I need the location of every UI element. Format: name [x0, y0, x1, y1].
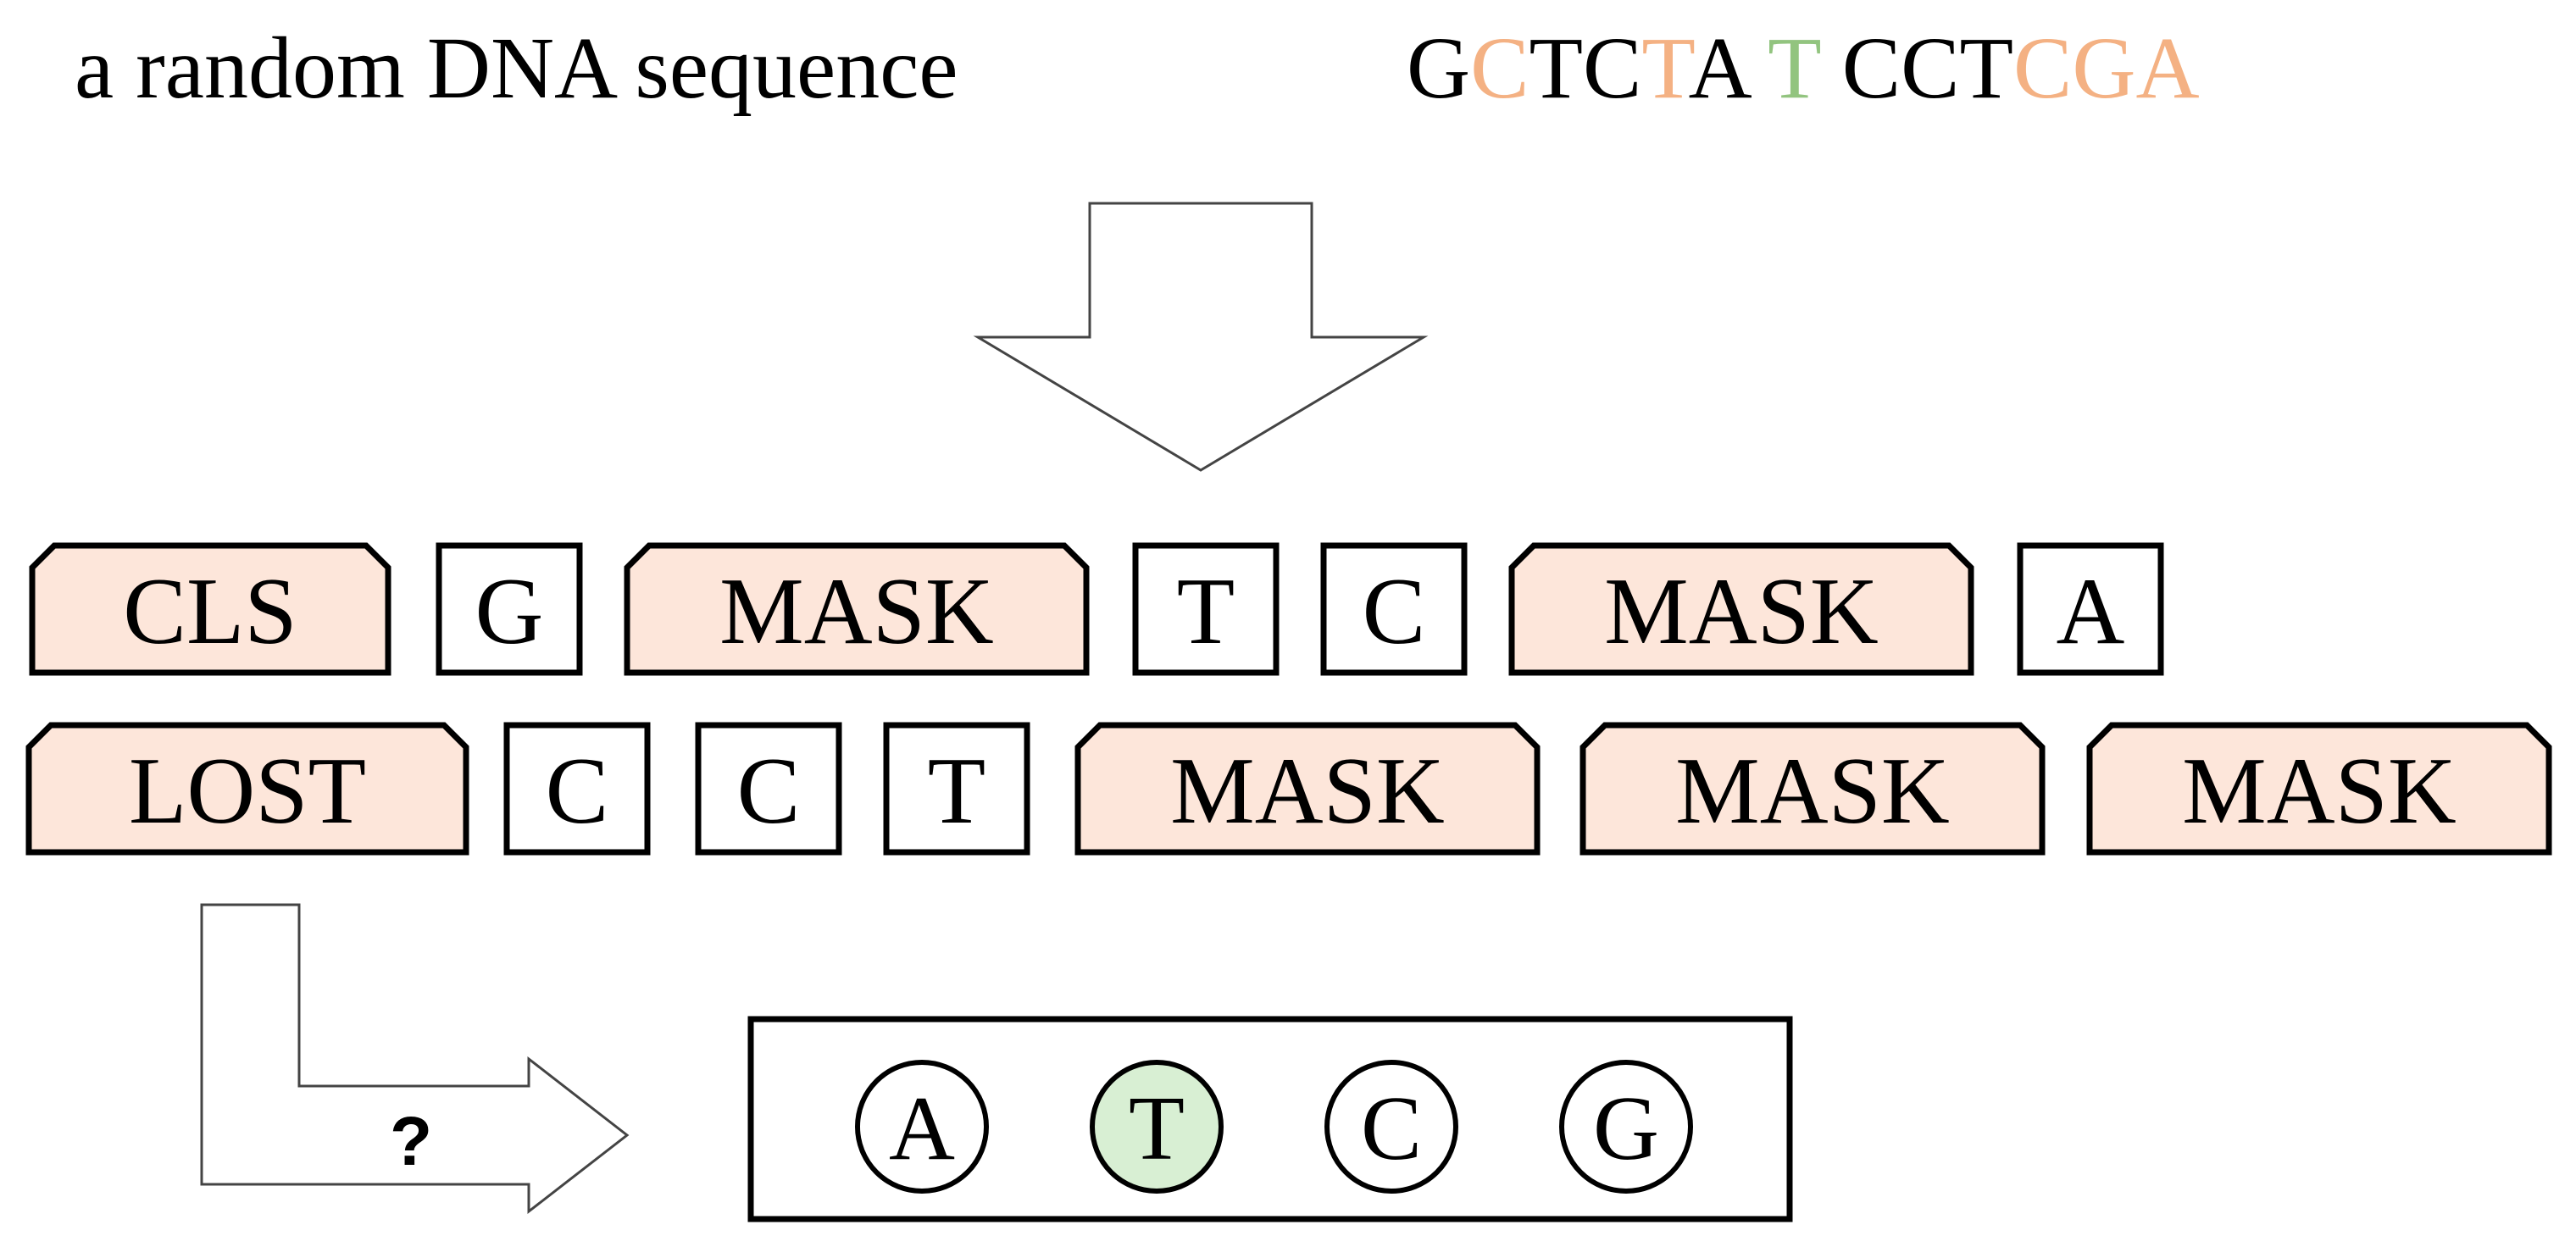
token-label: MASK — [1675, 739, 1950, 844]
token-mask: MASK — [624, 542, 1090, 676]
token-box — [25, 722, 469, 856]
token-box — [436, 542, 583, 676]
token-label: MASK — [1604, 559, 1879, 664]
token-box — [1132, 542, 1280, 676]
token-label: MASK — [1170, 739, 1445, 844]
candidate-label: T — [1129, 1078, 1185, 1179]
down-arrow-icon — [973, 202, 1429, 472]
token-box — [2086, 722, 2552, 856]
token-label: C — [546, 739, 609, 844]
sequence-gap — [1820, 19, 1842, 117]
candidate-label: A — [889, 1078, 955, 1179]
token-mask: MASK — [1074, 722, 1541, 856]
token-lost: LOST — [25, 722, 469, 856]
token-label: CLS — [123, 559, 297, 664]
token-box — [624, 542, 1090, 676]
token-box — [1579, 722, 2046, 856]
token-box — [2017, 542, 2164, 676]
candidate-circle — [855, 1060, 989, 1194]
token-g: G — [436, 542, 583, 676]
token-t: T — [883, 722, 1030, 856]
token-mask: MASK — [2086, 722, 2552, 856]
token-label: LOST — [129, 739, 366, 844]
sequence-base-masked: G — [2072, 19, 2135, 117]
token-box — [1320, 542, 1468, 676]
token-label: G — [475, 559, 544, 664]
candidate-label: C — [1361, 1078, 1422, 1179]
token-cls: CLS — [29, 542, 391, 676]
token-box — [1508, 542, 1974, 676]
token-t: T — [1132, 542, 1280, 676]
candidate-g: G — [1559, 1060, 1693, 1194]
dna-sequence: GCTCTA T CCTCGA — [1407, 19, 2200, 117]
token-box — [1074, 722, 1541, 856]
sequence-base-normal: T — [1960, 19, 2014, 117]
question-mark: ? — [390, 1103, 432, 1180]
candidate-t: T — [1090, 1060, 1224, 1194]
sequence-base-normal: G — [1407, 19, 1470, 117]
sequence-base-masked: T — [1641, 19, 1694, 117]
token-row-2: LOST C C T MASK MASK MASK — [25, 722, 2552, 856]
sequence-base-masked: C — [1470, 19, 1529, 117]
token-mask: MASK — [1508, 542, 1974, 676]
token-label: MASK — [719, 559, 994, 664]
token-a: A — [2017, 542, 2164, 676]
token-label: C — [1363, 559, 1426, 664]
candidate-c: C — [1324, 1060, 1458, 1194]
sequence-gap — [1747, 19, 1768, 117]
sequence-base-lost: T — [1768, 19, 1820, 117]
token-label: T — [928, 739, 985, 844]
diagram-title: a random DNA sequence — [75, 19, 958, 117]
token-box — [29, 542, 391, 676]
token-c: C — [1320, 542, 1468, 676]
token-box — [695, 722, 842, 856]
token-c: C — [695, 722, 842, 856]
token-box — [503, 722, 651, 856]
token-label: A — [2057, 559, 2125, 664]
candidate-label: G — [1593, 1078, 1659, 1179]
candidate-circle-selected — [1090, 1060, 1224, 1194]
sequence-base-normal: A — [1689, 19, 1752, 117]
token-label: T — [1177, 559, 1235, 664]
sequence-base-normal: C — [1583, 19, 1641, 117]
token-row-1: CLS G MASK T C MASK A — [29, 542, 2164, 676]
sequence-base-normal: C — [1842, 19, 1901, 117]
token-mask: MASK — [1579, 722, 2046, 856]
sequence-base-masked: A — [2136, 19, 2200, 117]
l-arrow-icon — [200, 903, 630, 1215]
token-box — [883, 722, 1030, 856]
token-label: C — [737, 739, 801, 844]
candidate-circle — [1559, 1060, 1693, 1194]
token-label: MASK — [2182, 739, 2457, 844]
sequence-base-masked: C — [2013, 19, 2072, 117]
sequence-base-normal: C — [1901, 19, 1959, 117]
candidate-circle — [1324, 1060, 1458, 1194]
candidate-a: A — [855, 1060, 989, 1194]
token-c: C — [503, 722, 651, 856]
sequence-base-normal: T — [1529, 19, 1583, 117]
